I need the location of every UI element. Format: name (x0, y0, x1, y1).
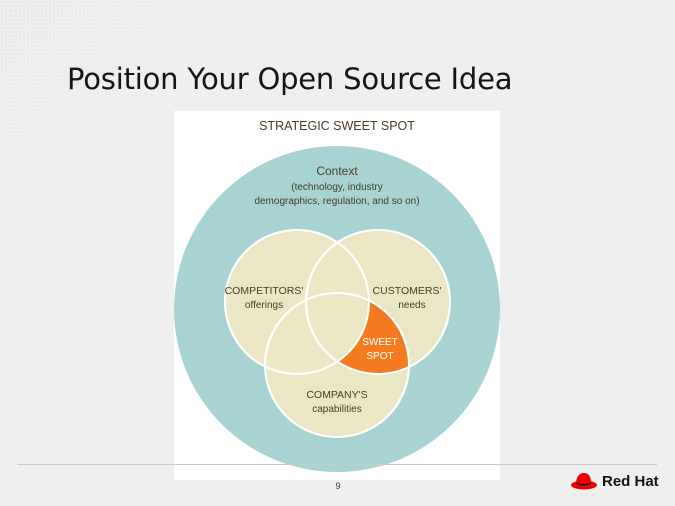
competitors-subtitle: offerings (245, 300, 283, 311)
strategic-sweet-spot-diagram: STRATEGIC SWEET SPOT Context (technology… (174, 111, 500, 480)
customers-title: CUSTOMERS' (373, 285, 442, 297)
brand-name: Red Hat (602, 472, 659, 490)
customers-subtitle: needs (398, 300, 425, 311)
diagram-title: STRATEGIC SWEET SPOT (259, 119, 415, 133)
page-number: 9 (335, 481, 341, 491)
footer-divider (17, 464, 657, 465)
slide-title: Position Your Open Source Idea (67, 62, 513, 96)
competitors-title: COMPETITORS' (225, 285, 304, 297)
sweet-spot-line2: SPOT (366, 351, 393, 362)
context-sub-line1: (technology, industry (291, 182, 383, 193)
sweet-spot-line1: SWEET (362, 337, 398, 348)
company-title: COMPANY'S (306, 389, 367, 401)
context-sub-line2: demographics, regulation, and so on) (254, 196, 419, 207)
company-subtitle: capabilities (312, 404, 361, 415)
red-hat-fedora-icon (571, 473, 597, 490)
red-hat-logo: Red Hat (570, 469, 659, 493)
context-label: Context (316, 164, 358, 178)
